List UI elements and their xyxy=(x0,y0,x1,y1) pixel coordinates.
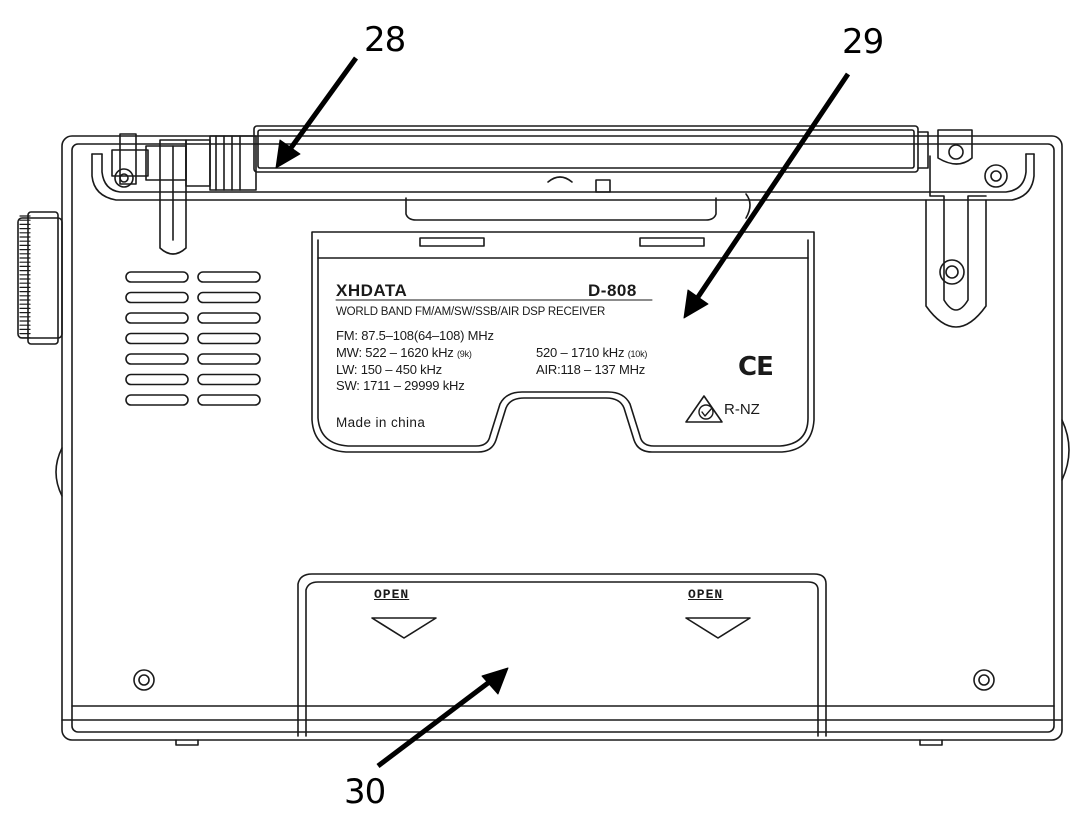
antenna-mount-right xyxy=(925,129,1008,328)
fm-spec: FM: 87.5–108(64–108) MHz xyxy=(336,328,494,343)
speaker-slot xyxy=(197,353,261,365)
screw-top-left xyxy=(114,168,134,188)
ce-mark: CE xyxy=(738,352,774,382)
callout-28: 28 xyxy=(364,20,406,60)
speaker-slot xyxy=(197,312,261,324)
callout-arrow-28 xyxy=(285,56,359,154)
speaker-slot xyxy=(125,394,189,406)
speaker-slot xyxy=(125,373,189,386)
speaker-slot xyxy=(125,312,189,324)
speaker-slot xyxy=(125,332,189,345)
callout-arrow-29 xyxy=(693,72,851,302)
made-in-label: Made in china xyxy=(336,415,426,430)
rcm-mark-text: R-NZ xyxy=(724,401,760,418)
mw-10k-spec: 520 – 1710 kHz (10k) xyxy=(536,345,648,360)
speaker-slot xyxy=(197,332,261,345)
model-number: D-808 xyxy=(588,281,637,300)
receiver-description: WORLD BAND FM/AM/SW/SSB/AIR DSP RECEIVER xyxy=(336,306,606,318)
battery-cover xyxy=(297,573,827,737)
speaker-slot xyxy=(125,353,189,365)
sw-spec: SW: 1711 – 29999 kHz xyxy=(336,378,465,393)
speaker-slot xyxy=(125,271,189,283)
callout-30: 30 xyxy=(344,772,386,812)
open-label-left: OPEN xyxy=(374,587,410,602)
side-ridge xyxy=(55,419,1070,497)
mw-spec: MW: 522 – 1620 kHz (9k) xyxy=(336,345,472,360)
speaker-grille xyxy=(125,271,261,406)
open-label-right: OPEN xyxy=(688,587,724,602)
callout-arrowhead-28 xyxy=(275,139,301,169)
brand-name: XHDATA xyxy=(336,281,408,300)
callout-29: 29 xyxy=(842,22,884,62)
radio-body-outline xyxy=(61,135,1063,746)
callout-arrowhead-30 xyxy=(481,667,509,695)
air-spec: AIR:118 – 137 MHz xyxy=(536,362,646,377)
speaker-slot xyxy=(197,291,261,304)
antenna-channel xyxy=(91,153,1035,201)
callout-arrowhead-29 xyxy=(683,289,709,319)
speaker-slot xyxy=(197,271,261,283)
screw-bottom-right xyxy=(973,669,995,691)
telescopic-antenna xyxy=(111,125,929,255)
speaker-slot xyxy=(197,394,261,406)
callout-arrow-30 xyxy=(376,678,494,768)
speaker-slot xyxy=(125,291,189,304)
speaker-slot xyxy=(197,373,261,386)
lw-spec: LW: 150 – 450 kHz xyxy=(336,362,442,377)
screw-bottom-left xyxy=(133,669,155,691)
tuning-knob xyxy=(17,211,63,345)
